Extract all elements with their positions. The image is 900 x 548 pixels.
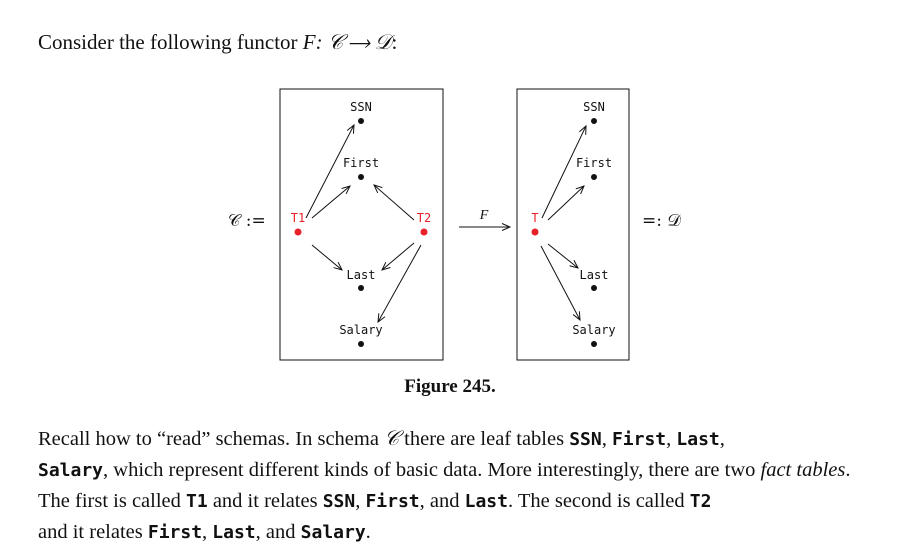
para-text: there are leaf tables — [399, 428, 570, 450]
d-node-t-label: T — [531, 211, 538, 225]
para-text: . The second is called — [507, 490, 690, 512]
para-punct: , — [202, 521, 213, 543]
d-assign-label: =: 𝒟 — [642, 211, 681, 231]
d-arrow-t-last — [547, 243, 578, 268]
para-punct: , — [719, 428, 725, 450]
body-paragraph: Recall how to “read” schemas. In schema … — [38, 424, 873, 548]
c-arrow-t2-last — [382, 242, 415, 270]
intro-sentence: Consider the following functor F: 𝒞 ⟶ 𝒟: — [38, 30, 397, 55]
para-text: . — [365, 521, 371, 543]
para-punct: , — [601, 428, 612, 450]
d-node-first-label: First — [576, 156, 612, 170]
code-salary: Salary — [38, 460, 104, 481]
c-arrow-t2-first — [374, 185, 415, 221]
c-node-t2-label: T2 — [417, 211, 431, 225]
code-ssn: SSN — [322, 491, 356, 512]
figure-caption: Figure 245. — [404, 376, 496, 397]
code-last: Last — [212, 522, 256, 543]
para-punct: , — [666, 428, 677, 450]
d-arrow-t-salary — [540, 245, 580, 320]
c-node-t1-label: T1 — [291, 211, 305, 225]
para-text: , and — [255, 521, 301, 543]
c-node-ssn-label: SSN — [350, 100, 372, 114]
para-text: and it relates — [207, 490, 323, 512]
c-node-first-label: First — [343, 156, 379, 170]
para-punct: , — [355, 490, 366, 512]
d-node-first — [591, 174, 597, 180]
d-node-salary-label: Salary — [572, 323, 615, 337]
code-last: Last — [464, 491, 508, 512]
para-text: Recall how to “read” schemas. In schema — [38, 428, 385, 450]
c-arrow-t2-salary — [378, 244, 422, 322]
code-first: First — [365, 491, 420, 512]
schema-c-box — [279, 88, 444, 361]
c-node-last-label: Last — [347, 268, 376, 282]
d-node-ssn-label: SSN — [583, 100, 605, 114]
c-node-t2 — [420, 228, 428, 236]
code-ssn: SSN — [569, 429, 602, 450]
d-node-t — [531, 228, 539, 236]
d-node-ssn — [591, 118, 597, 124]
code-last: Last — [676, 429, 720, 450]
c-node-t1 — [294, 228, 302, 236]
c-node-last — [358, 285, 364, 291]
d-node-last — [591, 285, 597, 291]
code-first: First — [611, 429, 667, 450]
intro-colon: : — [391, 30, 398, 54]
code-first: First — [147, 522, 203, 543]
c-assign-label: 𝒞 := — [228, 211, 266, 231]
intro-text: Consider the following functor — [38, 30, 303, 54]
c-node-ssn — [358, 118, 364, 124]
schema-name: 𝒞 — [384, 428, 400, 450]
c-arrow-t1-last — [311, 244, 342, 270]
functor-signature: F: 𝒞 ⟶ 𝒟 — [302, 30, 392, 54]
schema-d-box — [516, 88, 630, 361]
functor-arrow-label: F — [479, 208, 489, 223]
code-t2: T2 — [689, 491, 712, 512]
d-arrow-t-ssn — [541, 126, 586, 219]
d-node-last-label: Last — [580, 268, 609, 282]
c-arrow-t1-first — [311, 186, 350, 219]
d-node-salary — [591, 341, 597, 347]
para-text: , and — [419, 490, 465, 512]
d-arrow-t-first — [547, 186, 584, 221]
c-node-salary — [358, 341, 364, 347]
para-text: , which represent different kinds of bas… — [103, 459, 761, 481]
code-salary: Salary — [300, 522, 366, 543]
para-text: . The first is called — [38, 459, 851, 512]
c-arrow-t1-ssn — [305, 125, 354, 219]
para-text: and it relates — [38, 521, 148, 543]
c-node-salary-label: Salary — [339, 323, 382, 337]
fact-tables-term: fact tables — [760, 459, 846, 481]
code-t1: T1 — [186, 491, 208, 512]
c-node-first — [358, 174, 364, 180]
